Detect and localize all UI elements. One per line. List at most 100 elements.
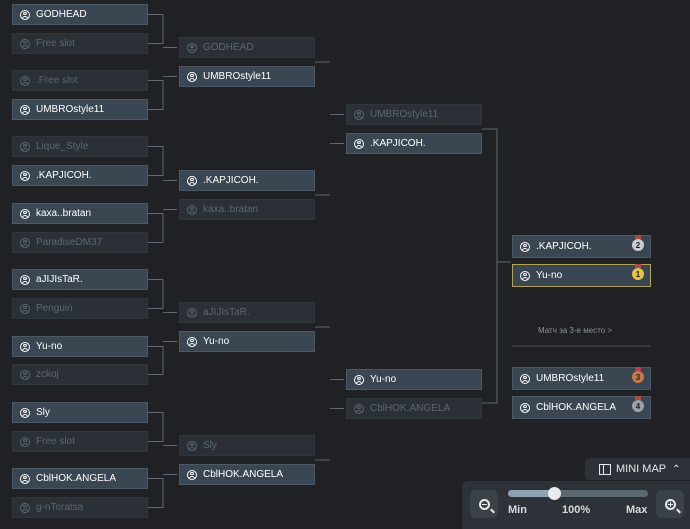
bracket-connector xyxy=(148,209,177,243)
player-name: kaxa..bratan xyxy=(203,204,259,215)
third-slot-1[interactable]: UMBROstyle11 3 xyxy=(512,367,651,390)
bracket-slot[interactable]: Yu-no xyxy=(179,331,315,352)
user-icon xyxy=(354,138,364,149)
medal-icon: 4 xyxy=(632,396,644,412)
bracket-slot[interactable]: aJIJIsTaR. xyxy=(179,302,315,323)
user-icon xyxy=(20,473,30,484)
player-name: g-nToratsa xyxy=(36,502,84,513)
player-name: UMBROstyle11 xyxy=(536,373,605,384)
final-slot-2[interactable]: Yu-no 1 xyxy=(512,264,651,287)
user-icon xyxy=(187,175,197,186)
player-name: .Free slot xyxy=(36,75,78,86)
bracket-slot[interactable]: Sly xyxy=(179,435,315,456)
player-name: Sly xyxy=(36,407,50,418)
user-icon xyxy=(20,303,30,314)
player-name: Free slot xyxy=(36,436,75,447)
third-place-link[interactable]: Матч за 3-е место > xyxy=(538,326,613,335)
zoom-in-button[interactable] xyxy=(656,490,684,518)
player-name: .KAPJICOH. xyxy=(203,175,259,186)
user-icon xyxy=(20,407,30,418)
user-icon xyxy=(187,71,197,82)
medal-icon: 3 xyxy=(632,367,644,383)
player-name: Free slot xyxy=(36,38,75,49)
bracket-connector xyxy=(148,14,177,48)
bracket-slot[interactable]: Lique_Style xyxy=(12,136,148,157)
bracket-slot[interactable]: kaxa..bratan xyxy=(179,199,315,220)
minimap-toggle-button[interactable]: MINI MAP ⌃ xyxy=(585,458,690,480)
bracket-slot[interactable]: Penguin xyxy=(12,298,148,319)
zoom-controls: Min 100% Max xyxy=(462,481,690,529)
bracket-slot[interactable]: g-nToratsa xyxy=(12,497,148,518)
bracket-slot[interactable]: CblHOK.ANGELA xyxy=(12,468,148,489)
user-icon xyxy=(20,274,30,285)
user-icon xyxy=(187,204,197,215)
user-icon xyxy=(187,307,197,318)
bracket-slot[interactable]: CblHOK.ANGELA xyxy=(179,464,315,485)
minimap-label: MINI MAP xyxy=(616,463,667,475)
zoom-out-button[interactable] xyxy=(470,490,498,518)
user-icon xyxy=(354,374,364,385)
bracket-slot[interactable]: zckoj xyxy=(12,364,148,385)
bracket-slot[interactable]: GODHEAD xyxy=(179,37,315,58)
bracket-slot[interactable]: Yu-no xyxy=(12,336,148,357)
player-name: zckoj xyxy=(36,369,59,380)
player-name: GODHEAD xyxy=(203,42,254,53)
bracket-connector xyxy=(148,412,177,446)
bracket-slot[interactable]: GODHEAD xyxy=(12,4,148,25)
chevron-up-icon: ⌃ xyxy=(672,463,681,475)
player-name: UMBROstyle11 xyxy=(370,109,439,120)
user-icon xyxy=(20,436,30,447)
third-slot-2[interactable]: CblHOK.ANGELA 4 xyxy=(512,396,651,419)
bracket-slot[interactable]: .KAPJICOH. xyxy=(179,170,315,191)
final-slot-1[interactable]: .KAPJICOH. 2 xyxy=(512,235,651,258)
player-name: ParadiseDM37 xyxy=(36,237,103,248)
bracket-connector xyxy=(148,279,177,313)
player-name: kaxa..bratan xyxy=(36,208,92,219)
user-icon xyxy=(20,208,30,219)
bracket-slot[interactable]: .KAPJICOH. xyxy=(12,165,148,186)
bracket-connector xyxy=(315,326,344,380)
bracket-connector xyxy=(315,143,344,196)
bracket-slot[interactable]: Sly xyxy=(12,402,148,423)
bracket-connector xyxy=(315,408,344,461)
user-icon xyxy=(20,9,30,20)
bracket-slot[interactable]: UMBROstyle11 xyxy=(179,66,315,87)
player-name: aJIJIsTaR. xyxy=(36,274,83,285)
player-name: Sly xyxy=(203,440,217,451)
player-name: GODHEAD xyxy=(36,9,87,20)
bracket-slot[interactable]: Yu-no xyxy=(346,369,482,390)
user-icon xyxy=(20,502,30,513)
player-name: CblHOK.ANGELA xyxy=(536,402,617,413)
user-icon xyxy=(520,270,530,281)
user-icon xyxy=(187,42,197,53)
player-name: Lique_Style xyxy=(36,141,89,152)
user-icon xyxy=(187,336,197,347)
bracket-slot[interactable]: UMBROstyle11 xyxy=(12,99,148,120)
bracket-slot[interactable]: kaxa..bratan xyxy=(12,203,148,224)
player-name: CblHOK.ANGELA xyxy=(370,403,451,414)
bracket-slot[interactable]: UMBROstyle11 xyxy=(346,104,482,125)
player-name: .KAPJICOH. xyxy=(536,241,592,252)
bracket-slot[interactable]: Free slot xyxy=(12,33,148,54)
bracket-connector xyxy=(148,76,177,110)
bracket-slot[interactable]: Free slot xyxy=(12,431,148,452)
zoom-slider[interactable] xyxy=(508,487,648,500)
user-icon xyxy=(520,241,530,252)
bracket-connector xyxy=(148,474,177,508)
user-icon xyxy=(520,402,530,413)
zoom-slider-thumb[interactable] xyxy=(548,487,562,500)
player-name: CblHOK.ANGELA xyxy=(36,473,117,484)
user-icon xyxy=(20,341,30,352)
player-name: Yu-no xyxy=(370,374,397,385)
player-name: .KAPJICOH. xyxy=(370,138,426,149)
bracket-slot[interactable]: aJIJIsTaR. xyxy=(12,269,148,290)
bracket-slot[interactable]: CblHOK.ANGELA xyxy=(346,398,482,419)
user-icon xyxy=(187,469,197,480)
bracket-slot[interactable]: ParadiseDM37 xyxy=(12,232,148,253)
user-icon xyxy=(354,403,364,414)
bracket-slot[interactable]: .KAPJICOH. xyxy=(346,133,482,154)
player-name: Yu-no xyxy=(36,341,63,352)
user-icon xyxy=(20,75,30,86)
bracket-slot[interactable]: .Free slot xyxy=(12,70,148,91)
player-name: Yu-no xyxy=(203,336,230,347)
